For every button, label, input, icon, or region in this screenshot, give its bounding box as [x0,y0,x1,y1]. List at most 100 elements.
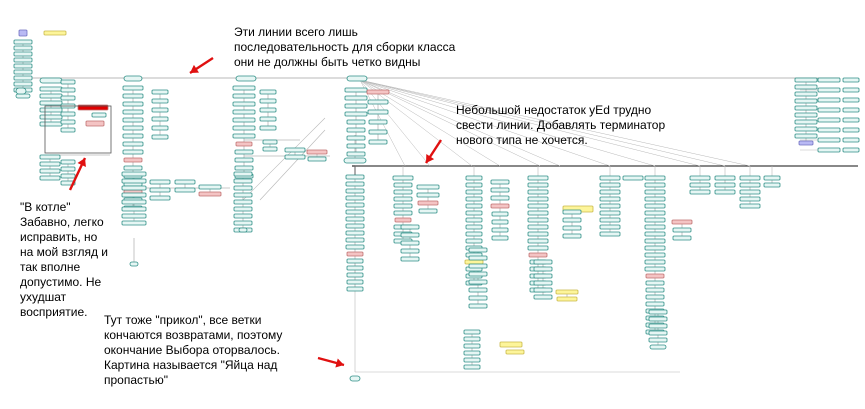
process-node [794,105,818,111]
arrow-left-head [77,158,86,167]
process-node [490,195,510,201]
process-node [599,217,621,223]
process-node [151,98,169,104]
process-node [645,301,665,307]
process-node [233,192,253,198]
process-node [368,139,388,145]
terminator-node [39,77,63,84]
process-node [763,175,781,181]
process-node [794,119,818,125]
highlight-node [555,289,579,295]
process-node [842,137,860,143]
fan-line [359,79,751,167]
process-node [645,287,665,293]
terminator-node [15,93,31,99]
process-node [259,125,277,131]
process-node [842,127,860,133]
error-node [417,200,439,206]
process-node [60,79,76,85]
annotation-bottom-note: Тут тоже "прикол", все ветки кончаются в… [104,313,283,387]
process-node [644,189,666,195]
process-node [562,233,582,239]
process-node [644,203,666,209]
process-node [672,235,692,241]
process-node [794,77,818,83]
error-node [366,89,390,95]
process-node [259,89,277,95]
process-node [346,151,366,157]
process-node [151,125,169,131]
terminator-node [235,75,257,82]
process-node [527,196,549,202]
process-node [284,147,306,153]
process-node [527,224,549,230]
process-node [416,192,440,198]
process-node [393,189,413,195]
process-node [400,256,420,262]
process-node [465,217,483,223]
process-node [122,101,144,107]
process-node [842,87,860,93]
process-node [622,175,644,181]
process-node [562,225,582,231]
process-node [345,223,365,229]
process-node [259,98,277,104]
process-node [121,220,147,226]
process-node [465,224,483,230]
arrow-right-head [426,154,435,163]
process-node [491,219,509,225]
process-node [39,107,63,113]
process-node [344,103,368,109]
process-node [123,165,143,171]
process-node [262,139,278,145]
process-node [418,208,438,214]
process-node [151,134,169,140]
highlight-node [43,30,67,36]
process-node [393,182,413,188]
terminator-node [649,344,667,350]
process-node [644,224,666,230]
process-node [527,203,549,209]
process-node [463,329,481,335]
error-node [235,141,253,147]
process-node [232,117,256,123]
process-node [13,57,33,63]
annotation-right-note: Небольшой недостаток yEd трудно свести л… [456,103,666,147]
process-node [234,157,254,163]
process-node [198,184,222,190]
process-node [122,141,144,147]
process-node [149,195,171,201]
process-node [122,117,144,123]
fan-line [359,79,726,167]
error-node [123,157,143,163]
process-node [149,179,171,185]
process-node [817,97,841,103]
process-node [345,216,365,222]
process-node [714,175,736,181]
process-node [121,185,147,191]
process-node [599,231,621,237]
process-node [468,295,488,301]
process-node [345,209,365,215]
process-node [13,63,33,69]
process-node [174,187,196,193]
process-node [344,95,368,101]
edge-line [242,117,326,201]
process-node [345,202,365,208]
process-node [122,93,144,99]
process-node [60,87,76,93]
process-node [527,175,549,181]
process-node [842,77,860,83]
process-node [122,125,144,131]
process-node [259,107,277,113]
diagram-nodes [13,29,860,382]
process-node [644,182,666,188]
process-node [121,199,147,205]
process-node [346,119,366,125]
annotation-left-note: "В котле" Забавно, легко исправить, но н… [20,200,108,319]
process-node [527,189,549,195]
process-node [262,146,278,152]
process-node [60,173,76,179]
process-node [346,265,364,271]
process-node [232,101,256,107]
